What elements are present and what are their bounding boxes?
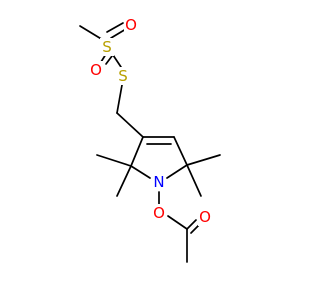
bond-layer [79,22,221,263]
bond-c-o-double-1 [186,219,197,230]
bond-c5-methyl-right [186,154,221,166]
bond-s-s [112,54,122,68]
svg-text:O: O [199,208,211,226]
bond-s-o-lower-2 [105,55,113,65]
molecule-canvas: S O O S N O O [79,16,221,263]
atom-carbonyl-oxygen: O [198,208,212,226]
svg-text:N: N [153,173,164,191]
bond-c3-c2 [130,136,144,167]
svg-text:S: S [118,67,128,85]
bond-ch2-c3 [116,112,144,138]
svg-text:O: O [90,61,102,79]
molecule-structure: S O O S N O O [79,16,221,263]
bond-methyl-sulfonyl [79,25,104,41]
bond-c2-methyl-left [96,154,132,167]
atom-sulfonyl-sulfur: S [100,38,114,56]
bond-o-carbonylc [167,215,188,230]
bond-c5-methyl-down [186,164,202,197]
bond-c2-n [130,165,151,179]
svg-text:O: O [153,204,165,222]
atom-sulfonyl-oxygen-lower: O [89,61,103,79]
svg-text:S: S [102,38,112,56]
svg-text:O: O [125,16,137,34]
atom-sulfonyl-oxygen-upper: O [124,16,138,34]
bond-s-o-upper-1 [106,22,124,33]
atom-ring-nitrogen: N [152,173,166,191]
bond-s-o-upper-2 [110,28,127,39]
atom-layer: S O O S N O O [89,16,212,226]
bond-s-ch2 [116,84,123,114]
bond-c5-n [166,164,188,179]
bond-c2-methyl-down [116,165,132,197]
atom-thioether-sulfur: S [116,67,130,85]
bond-c4-c5 [173,136,188,166]
atom-n-oxygen: O [152,204,166,222]
